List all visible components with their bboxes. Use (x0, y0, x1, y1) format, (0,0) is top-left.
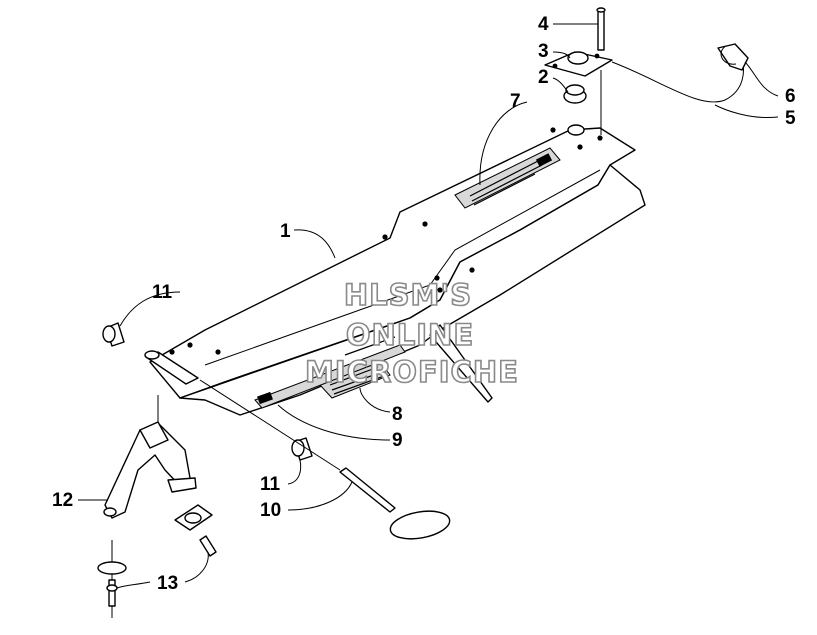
callout-6: 6 (785, 86, 796, 107)
clevis-pin (596, 7, 606, 51)
warning-decal-top (454, 147, 561, 209)
watermark-line-3: MICROFICHE (305, 355, 519, 389)
warning-decal-front (254, 336, 406, 409)
callout-3: 3 (538, 41, 549, 62)
callout-9: 9 (392, 430, 403, 451)
washer-bolt (97, 561, 127, 607)
callout-2: 2 (538, 67, 549, 88)
rear-brace (429, 324, 493, 403)
pull-pin (339, 467, 451, 540)
callout-labels: 1 2 3 4 5 6 7 8 9 10 11 11 12 13 (52, 14, 796, 594)
pivot-tube (144, 350, 199, 385)
callout-10: 10 (260, 500, 281, 521)
watermark: HLSM'S ONLINE MICROFICHE (304, 277, 519, 390)
callout-4: 4 (538, 14, 549, 35)
bushing-upper (102, 322, 125, 347)
leader-lines (78, 23, 779, 589)
callout-13: 13 (157, 573, 178, 594)
callout-11-upper: 11 (152, 282, 173, 303)
mount-plate (544, 51, 613, 77)
callout-11-lower: 11 (260, 474, 281, 495)
hinge-bracket (103, 421, 217, 557)
watermark-line-1: HLSM'S (344, 278, 472, 312)
callout-8: 8 (392, 404, 403, 425)
callout-1: 1 (280, 221, 291, 242)
grommet (563, 84, 587, 104)
callout-12: 12 (52, 490, 73, 511)
callout-5: 5 (785, 108, 796, 129)
watermark-line-2: ONLINE (346, 318, 474, 352)
tether-cable (611, 43, 749, 103)
callout-7: 7 (510, 91, 521, 112)
